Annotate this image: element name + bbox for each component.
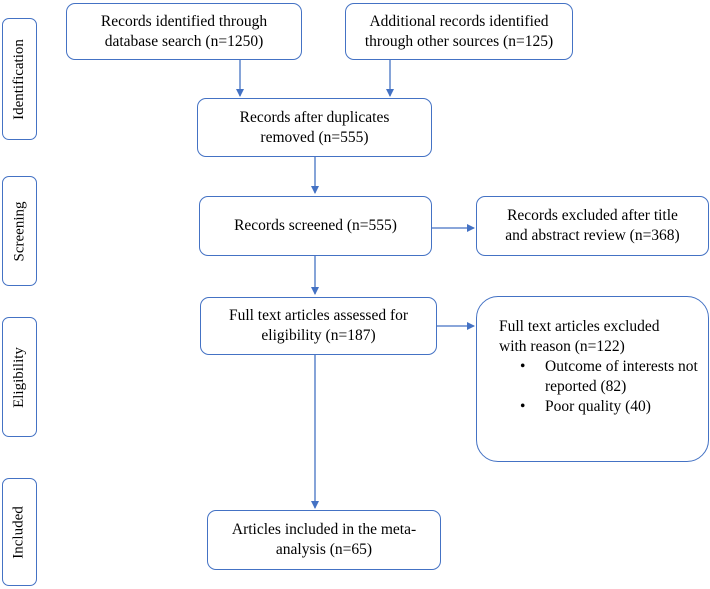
box-other-sources: Additional records identified through ot… <box>345 3 573 60</box>
phase-identification: Identification <box>2 18 37 140</box>
box-after-duplicates-text: Records after duplicates removed (n=555) <box>239 108 390 146</box>
box-full-text-excluded: Full text articles excluded with reason … <box>476 296 709 462</box>
box-excluded-title-abstract-text: Records excluded after title and abstrac… <box>505 207 680 244</box>
box-database-search-text: Records identified through database sear… <box>100 12 268 50</box>
exclusion-reason-item: Outcome of interests not reported (82) <box>520 357 710 397</box>
phase-eligibility: Eligibility <box>2 317 37 437</box>
phase-included: Included <box>2 478 37 586</box>
box-excluded-title-abstract: Records excluded after title and abstrac… <box>476 196 709 256</box>
box-after-duplicates: Records after duplicates removed (n=555) <box>197 98 432 157</box>
box-other-sources-text: Additional records identified through ot… <box>364 12 554 50</box>
box-full-text-assessed-text: Full text articles assessed for eligibil… <box>228 307 409 344</box>
exclusion-reason-item: Poor quality (40) <box>520 397 710 417</box>
box-included-meta-text: Articles included in the meta-analysis (… <box>231 521 417 558</box>
box-included-meta: Articles included in the meta-analysis (… <box>207 510 441 570</box>
box-database-search: Records identified through database sear… <box>66 3 302 60</box>
full-text-excluded-heading: Full text articles excluded with reason … <box>499 318 660 355</box>
box-full-text-assessed: Full text articles assessed for eligibil… <box>200 297 437 355</box>
box-records-screened: Records screened (n=555) <box>199 196 432 256</box>
exclusion-reasons-list: Outcome of interests not reported (82) P… <box>499 357 710 417</box>
phase-screening: Screening <box>2 176 37 286</box>
box-records-screened-text: Records screened (n=555) <box>234 217 397 234</box>
